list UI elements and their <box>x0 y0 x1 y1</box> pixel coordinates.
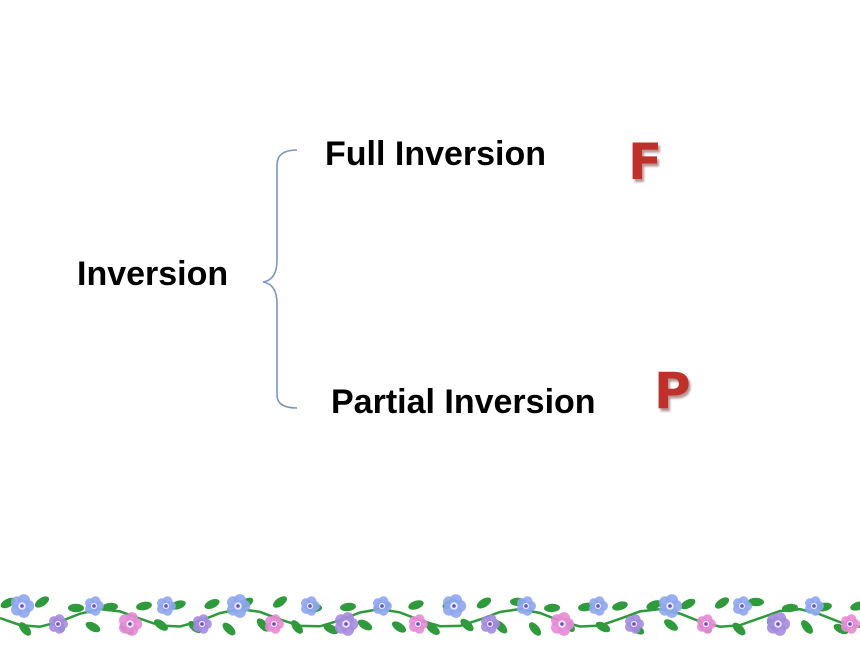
flower-icon <box>265 614 284 634</box>
leaf-icon <box>748 597 764 607</box>
leaf-icon <box>391 621 407 633</box>
flower-icon <box>301 596 320 616</box>
branch-full-inversion: Full Inversion <box>325 135 547 173</box>
leaf-icon <box>476 597 492 609</box>
leaf-icon <box>102 602 118 612</box>
leaf-icon <box>154 619 168 631</box>
leaf-icon <box>595 621 611 633</box>
flower-icon <box>157 596 176 616</box>
flower-icon <box>49 614 68 634</box>
flower-icon <box>481 614 500 634</box>
leaf-icon <box>612 601 628 611</box>
flower-vine-border-image <box>0 594 860 636</box>
leaf-icon <box>408 600 424 610</box>
flower-icons <box>11 594 860 636</box>
flower-icon <box>193 614 212 634</box>
leaf-icon <box>664 619 678 631</box>
flower-icon <box>85 596 104 616</box>
brace-path <box>262 149 298 409</box>
flower-icon <box>119 612 143 636</box>
flower-icon <box>733 596 752 616</box>
letter-f-badge: F <box>628 133 663 191</box>
leaf-icon <box>222 622 236 636</box>
leaf-icon <box>357 619 373 631</box>
curly-brace <box>262 149 298 409</box>
letter-p-badge: P <box>654 362 691 420</box>
leaf-icon <box>204 599 220 609</box>
leaf-icon <box>18 622 32 636</box>
branch-partial-inversion: Partial Inversion <box>331 383 596 421</box>
flower-icon <box>443 594 467 618</box>
leaf-icon <box>801 620 813 634</box>
flower-icon <box>11 594 35 618</box>
flower-icon <box>767 612 791 636</box>
flower-icon <box>805 596 824 616</box>
flower-icon <box>841 614 860 634</box>
leaf-icon <box>646 600 662 610</box>
leaf-icon <box>680 598 696 610</box>
leaf-icon <box>340 602 356 612</box>
flower-icon <box>589 596 608 616</box>
leaf-icon <box>85 621 101 633</box>
leaf-icon <box>291 620 303 634</box>
leaf-icon <box>426 623 440 635</box>
leaf-icon <box>273 596 287 608</box>
flower-icon <box>335 612 359 636</box>
leaf-icon <box>732 622 746 636</box>
flower-icon <box>409 614 428 634</box>
leaf-icon <box>136 601 152 611</box>
flower-icon <box>373 596 392 616</box>
leaf-icon <box>68 603 84 613</box>
leaf-icon <box>782 603 798 613</box>
flower-icon <box>227 594 251 618</box>
leaf-icon <box>850 601 860 611</box>
flower-icon <box>659 594 683 618</box>
flower-icon <box>517 596 536 616</box>
leaf-icon <box>460 618 474 632</box>
root-node-label: Inversion <box>77 255 229 293</box>
flower-icon <box>551 612 575 636</box>
leaf-icon <box>714 597 730 609</box>
leaf-icon <box>34 596 50 608</box>
flower-icon <box>625 614 644 634</box>
flower-icon <box>697 614 716 634</box>
leaf-icon <box>544 603 560 613</box>
leaf-icon <box>323 623 339 635</box>
leaf-icon <box>528 622 542 636</box>
